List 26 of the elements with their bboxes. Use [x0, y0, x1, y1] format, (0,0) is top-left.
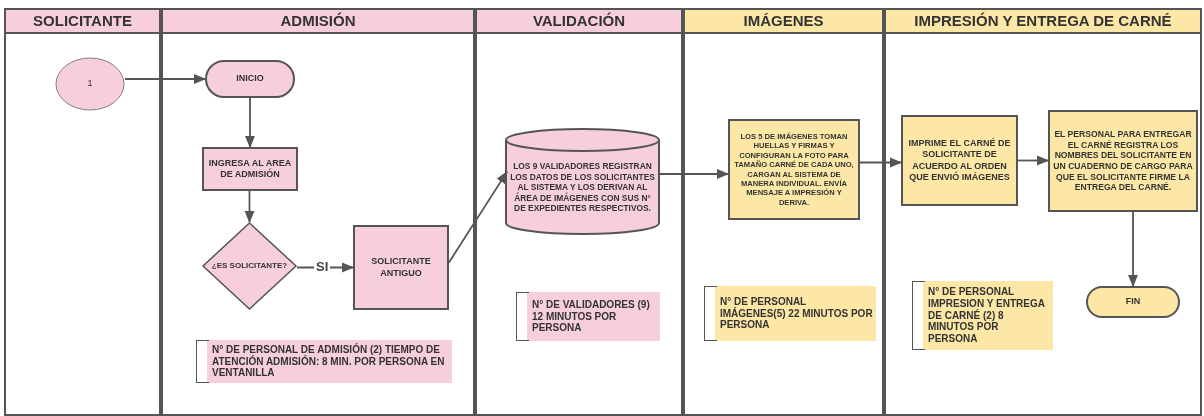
process-box: SOLICITANTE ANTIGUO: [353, 225, 449, 310]
process-box: EL PERSONAL PARA ENTREGAR EL CARNÉ REGISTRA LOS NOMBRES DEL SOLICITANTE EN UN CUADERNO DE CARGO PARA QUE EL SOLICITANTE FIRME LA ENTREGA DEL CARNÉ.: [1048, 110, 1198, 212]
lane-header: IMPRESIÓN Y ENTREGA DE CARNÉ: [886, 10, 1200, 34]
annotation-note: N° DE PERSONAL IMPRESION Y ENTREGA DE CARNÉ (2) 8 MINUTOS POR PERSONA: [912, 281, 1053, 350]
annotation-note: N° DE VALIDADORES (9) 12 MINUTOS POR PERSONA: [516, 292, 660, 341]
terminal-shape: FIN: [1086, 286, 1180, 318]
lane-header: ADMISIÓN: [163, 10, 473, 34]
terminal-shape: INICIO: [205, 60, 295, 98]
arrow: [244, 97, 256, 149]
arrow: [859, 157, 903, 168]
connector-circle: 1: [55, 57, 125, 111]
process-box: INGRESA AL AREA DE ADMISIÓN: [202, 147, 298, 191]
arrow: [244, 190, 255, 224]
lane-header: IMÁGENES: [685, 10, 882, 34]
arrow: [124, 73, 207, 85]
database-cylinder: LOS 9 VALIDADORES REGISTRAN LOS DATOS DE LOS SOLICITANTES AL SISTEMA Y LOS DERIVAN AL ÁREA DE IMÁGENES CON SUS N° DE EXPEDIENTES RESPECTIVOS.: [505, 128, 660, 235]
annotation-note: N° DE PERSONAL IMÁGENES(5) 22 MINUTOS POR PERSONA: [704, 286, 876, 341]
arrow: [1017, 155, 1050, 166]
annotation-note: N° DE PERSONAL DE ADMISIÓN (2) TIEMPO DE ATENCIÓN ADMISIÓN: 8 MIN. POR PERSONA EN VENTANILLA: [196, 340, 452, 383]
arrow: [448, 170, 508, 264]
decision-diamond: ¿ES SOLICITANTE?: [202, 222, 297, 310]
arrow: [659, 168, 730, 180]
lane-header: SOLICITANTE: [6, 10, 159, 34]
process-box: IMPRIME EL CARNÉ DE SOLICITANTE DE ACUERDO AL ORDEN QUE ENVIÓ IMÁGENES: [901, 115, 1018, 206]
lane-header: VALIDACIÓN: [477, 10, 681, 34]
arrow: [1127, 211, 1139, 288]
